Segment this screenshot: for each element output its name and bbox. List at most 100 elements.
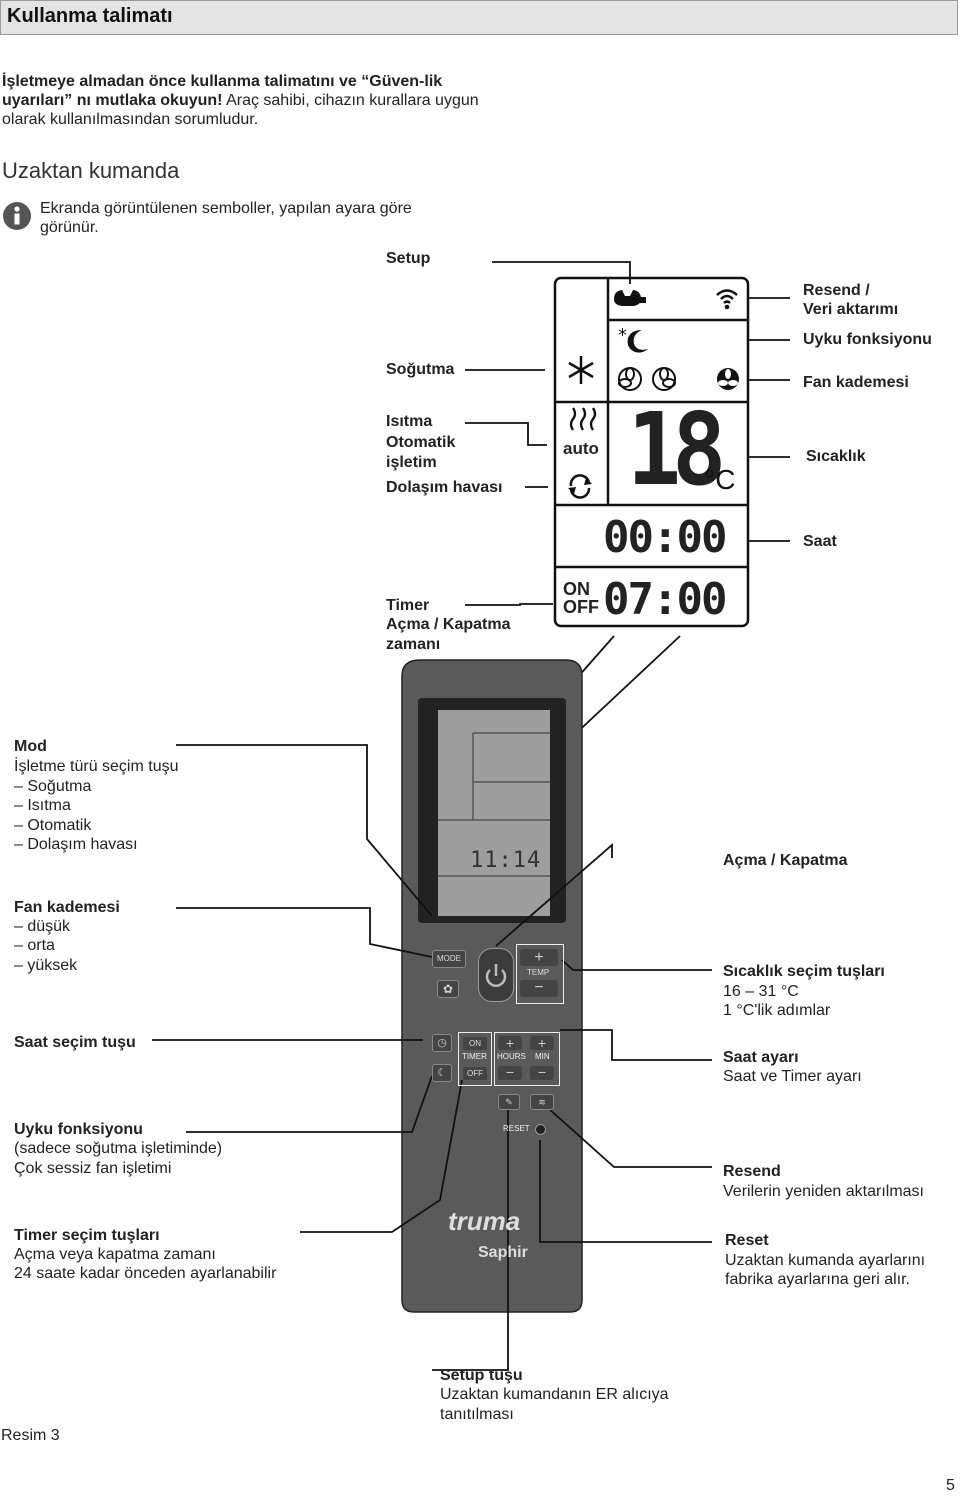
fan-mid-icon <box>652 367 676 391</box>
model-name: Saphir <box>478 1244 528 1261</box>
intro-paragraph: İşletmeye almadan önce kullanma talimatı… <box>2 72 482 129</box>
sleep-button[interactable]: ☾ <box>432 1064 452 1082</box>
clock-readout: 00:00 <box>603 512 727 563</box>
clock-button[interactable]: ◷ <box>432 1034 452 1052</box>
hours-up-button[interactable]: + <box>498 1036 522 1050</box>
mod-title: Mod <box>14 738 47 755</box>
fan-low-icon <box>618 367 642 391</box>
label-resend-2: Veri aktarımı <box>803 301 899 318</box>
intro-warning: İşletmeye almadan önce kullanma talimatı… <box>2 73 443 109</box>
label-heating: Isıtma <box>386 413 433 430</box>
min-down-button[interactable]: − <box>530 1065 554 1080</box>
fan-line-1: – düşük <box>14 918 71 935</box>
svg-text:*: * <box>618 326 627 346</box>
wrench-icon <box>614 290 646 306</box>
clockset-line-1: Saat ve Timer ayarı <box>723 1068 862 1085</box>
clockset-title: Saat ayarı <box>723 1049 799 1066</box>
reset-key-title: Reset <box>725 1232 769 1249</box>
info-icon <box>3 202 31 230</box>
setup-key-title: Setup tuşu <box>440 1367 523 1384</box>
setup-key-line-1: Uzaktan kumandanın ER alıcıya <box>440 1386 669 1403</box>
temp-button-label: TEMP <box>527 968 550 977</box>
sleep-moon-icon: * <box>618 326 648 353</box>
page-header-title: Kullanma talimatı <box>7 5 173 27</box>
signal-icon <box>716 289 738 310</box>
timer-button-label: TIMER <box>462 1052 487 1061</box>
fan-line-2: – orta <box>14 937 55 954</box>
label-setup: Setup <box>386 250 431 267</box>
temp-keys-title: Sıcaklık seçim tuşları <box>723 963 885 980</box>
label-auto: Otomatik <box>386 434 456 451</box>
reset-label: RESET <box>503 1124 530 1133</box>
hours-down-button[interactable]: − <box>498 1065 522 1080</box>
mod-line-3: – Isıtma <box>14 797 71 814</box>
mod-line-5: – Dolaşım havası <box>14 836 138 853</box>
label-timer-3: zamanı <box>386 636 441 653</box>
label-timer-2: Açma / Kapatma <box>386 616 511 633</box>
temp-down-button[interactable]: − <box>520 980 558 997</box>
temperature-unit: °C <box>704 464 736 495</box>
sleep-line-2: Çok sessiz fan işletimi <box>14 1160 172 1177</box>
setup-key-line-2: tanıtılması <box>440 1406 514 1423</box>
resend-key-line-1: Verilerin yeniden aktarılması <box>723 1183 924 1200</box>
timer-keys-line-2: 24 saate kadar önceden ayarlanabilir <box>14 1265 277 1282</box>
min-up-button[interactable]: + <box>530 1036 554 1050</box>
label-cooling: Soğutma <box>386 361 455 378</box>
timer-keys-line-1: Açma veya kapatma zamanı <box>14 1246 216 1263</box>
label-fan: Fan kademesi <box>803 374 909 391</box>
power-icon <box>485 964 507 987</box>
label-temperature: Sıcaklık <box>806 448 866 465</box>
brand-logo: truma <box>448 1206 521 1236</box>
clock-key-title: Saat seçim tuşu <box>14 1034 136 1051</box>
info-note: Ekranda görüntülenen semboller, yapılan … <box>40 200 412 236</box>
label-circulation: Dolaşım havası <box>386 479 503 496</box>
resend-key-title: Resend <box>723 1163 781 1180</box>
timer-off-text: OFF <box>563 597 599 617</box>
fan-line-3: – yüksek <box>14 957 78 974</box>
label-sleep: Uyku fonksiyonu <box>803 331 932 348</box>
timer-on-button[interactable]: ON <box>463 1037 487 1050</box>
mod-line-2: – Soğutma <box>14 778 92 795</box>
label-timer: Timer <box>386 597 430 614</box>
page-number: 5 <box>946 1477 955 1494</box>
mod-line-1: İşletme türü seçim tuşu <box>14 758 179 775</box>
fan-button[interactable]: ✿ <box>437 980 459 998</box>
setup-button[interactable]: ✎ <box>498 1094 520 1110</box>
reset-key-line-1: Uzaktan kumanda ayarlarını <box>725 1252 926 1269</box>
resend-button[interactable]: ≋ <box>530 1094 554 1110</box>
label-auto-2: işletim <box>386 454 437 471</box>
timer-keys-title: Timer seçim tuşları <box>14 1227 160 1244</box>
power-button[interactable] <box>478 948 514 1002</box>
figure-caption: Resim 3 <box>1 1427 60 1444</box>
remote-lcd-readout: 11:14 <box>470 848 542 873</box>
clock-set-buttons: + + HOURS MIN − − <box>494 1032 560 1086</box>
temp-up-button[interactable]: + <box>520 949 558 966</box>
label-clock: Saat <box>803 533 837 550</box>
reset-button[interactable] <box>535 1124 546 1135</box>
snowflake-icon <box>568 356 594 384</box>
power-label: Açma / Kapatma <box>723 852 848 869</box>
reset-key-line-2: fabrika ayarlarına geri alır. <box>725 1271 910 1288</box>
circulation-icon <box>568 474 592 499</box>
section-title: Uzaktan kumanda <box>2 158 180 183</box>
sleep-title: Uyku fonksiyonu <box>14 1121 143 1138</box>
timer-off-button[interactable]: OFF <box>463 1067 487 1080</box>
mod-line-4: – Otomatik <box>14 817 92 834</box>
temp-keys-line-2: 1 °C'lik adımlar <box>723 1002 831 1019</box>
intro-text: Araç sahibi, cihazın kurallara uygun ola… <box>2 92 479 128</box>
hours-label: HOURS <box>497 1052 526 1061</box>
temp-buttons: + TEMP − <box>516 944 564 1004</box>
timer-readout: 07:00 <box>603 574 727 625</box>
mode-button[interactable]: MODE <box>432 950 466 968</box>
heating-icon <box>569 407 597 431</box>
timer-on-text: ON <box>563 579 590 599</box>
temperature-readout: 18 <box>627 391 726 508</box>
sleep-line-1: (sadece soğutma işletiminde) <box>14 1140 223 1157</box>
auto-mode-text: auto <box>563 439 599 458</box>
fan-speed-icons <box>618 367 739 391</box>
fan-high-icon <box>717 368 739 390</box>
page-header: Kullanma talimatı <box>0 0 958 35</box>
timer-buttons: ON TIMER OFF <box>458 1032 492 1086</box>
fan-title: Fan kademesi <box>14 899 120 916</box>
temp-keys-line-1: 16 – 31 °C <box>723 983 799 1000</box>
